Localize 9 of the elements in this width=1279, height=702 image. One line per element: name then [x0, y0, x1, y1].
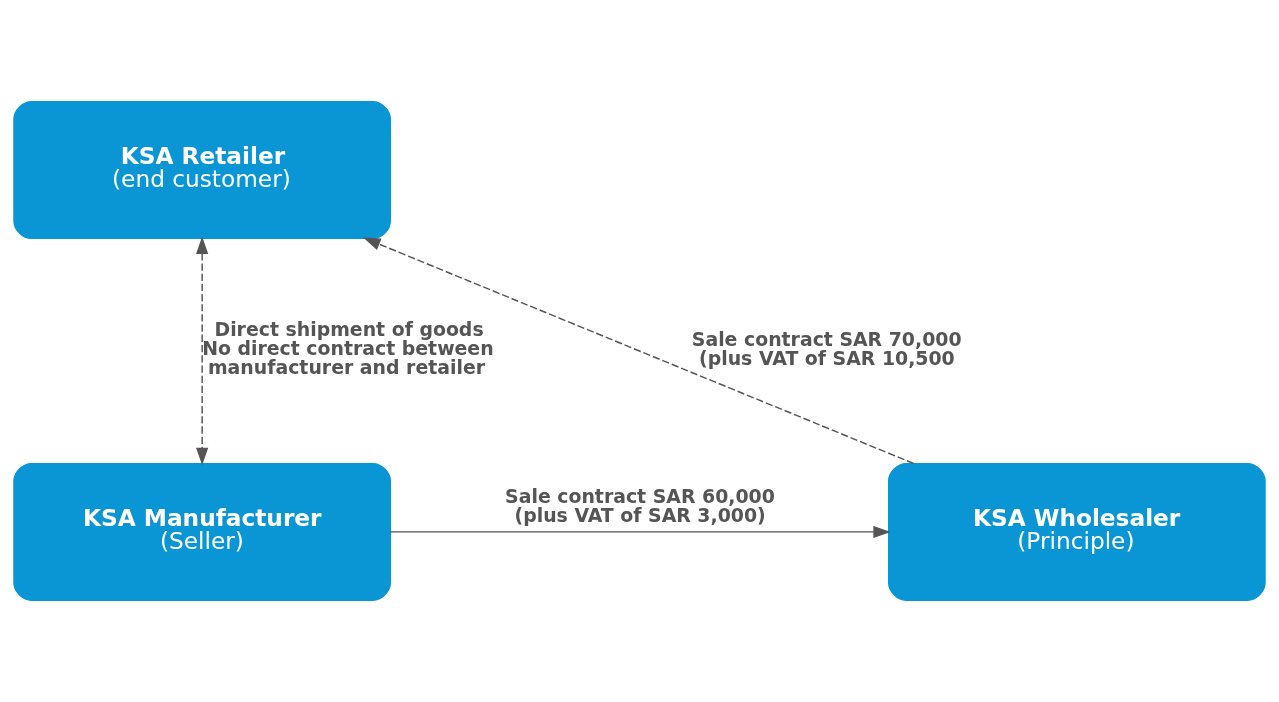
node-box: KSA Retailer (end customer) [13, 101, 392, 240]
node-box: KSA Manufacturer (Seller) [13, 462, 392, 601]
edge-label: Sale contract SAR 60,000 (plus VAT of SAR 3,000) [505, 485, 775, 527]
arrow [389, 525, 891, 538]
edge-label: Direct shipment of goods No direct contract between manufacturer and retailer [202, 318, 494, 379]
arrow [196, 236, 209, 466]
edge-label: Sale contract SAR 70,000 (plus VAT of SAR 10,500 [691, 327, 962, 369]
arrow [363, 237, 915, 465]
node-box: KSA Wholesaler (Principle) [887, 462, 1266, 601]
